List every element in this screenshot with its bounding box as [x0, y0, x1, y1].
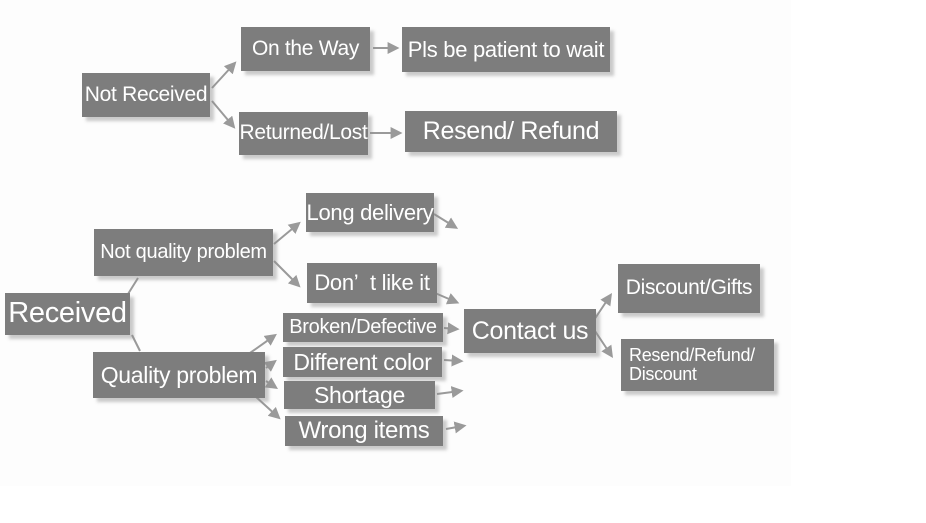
flow-node-label: Broken/Defective — [289, 315, 437, 338]
flow-node-resend-refund-discount: Resend/Refund/ Discount — [621, 339, 774, 391]
flow-node-dont-like-it: Don’ t like it — [307, 263, 437, 303]
flow-node-discount-gifts: Discount/Gifts — [618, 264, 760, 313]
flow-node-quality-problem: Quality problem — [93, 352, 265, 398]
flow-node-label: Resend/ Refund — [422, 117, 600, 145]
flow-node-label: Long delivery — [306, 199, 434, 225]
flow-node-returned-lost: Returned/Lost — [239, 112, 368, 155]
flow-node-label: Wrong items — [298, 417, 430, 445]
flow-node-received: Received — [5, 293, 130, 335]
flow-node-resend-refund: Resend/ Refund — [405, 111, 617, 152]
flow-node-label: Quality problem — [100, 361, 258, 388]
flow-node-not-received: Not Received — [82, 73, 210, 117]
flow-node-label: On the Way — [251, 36, 360, 60]
flow-node-label: Contact us — [471, 316, 589, 345]
flow-node-wrong-items: Wrong items — [285, 416, 443, 446]
flow-node-contact-us: Contact us — [464, 309, 596, 353]
flow-node-label: Not quality problem — [100, 240, 267, 263]
flow-node-broken-defective: Broken/Defective — [283, 313, 443, 342]
flow-node-label: Discount/Gifts — [625, 276, 753, 300]
flow-node-label: Not Received — [84, 82, 208, 106]
flow-node-label: Different color — [293, 348, 432, 375]
flow-node-label: Pls be patient to wait — [407, 36, 605, 62]
flow-node-long-delivery: Long delivery — [306, 193, 434, 232]
flow-node-different-color: Different color — [283, 347, 442, 377]
flow-node-pls-be-patient: Pls be patient to wait — [402, 27, 610, 72]
flow-node-on-the-way: On the Way — [241, 27, 370, 71]
flow-node-label: Shortage — [314, 381, 405, 408]
flow-node-label: Returned/Lost — [239, 121, 368, 145]
flow-node-label: Resend/Refund/ Discount — [629, 344, 755, 384]
flow-node-shortage: Shortage — [284, 381, 435, 409]
flow-node-label: Received — [8, 297, 127, 330]
flow-node-label: Don’ t like it — [314, 270, 430, 296]
flow-node-not-quality-problem: Not quality problem — [94, 229, 273, 276]
